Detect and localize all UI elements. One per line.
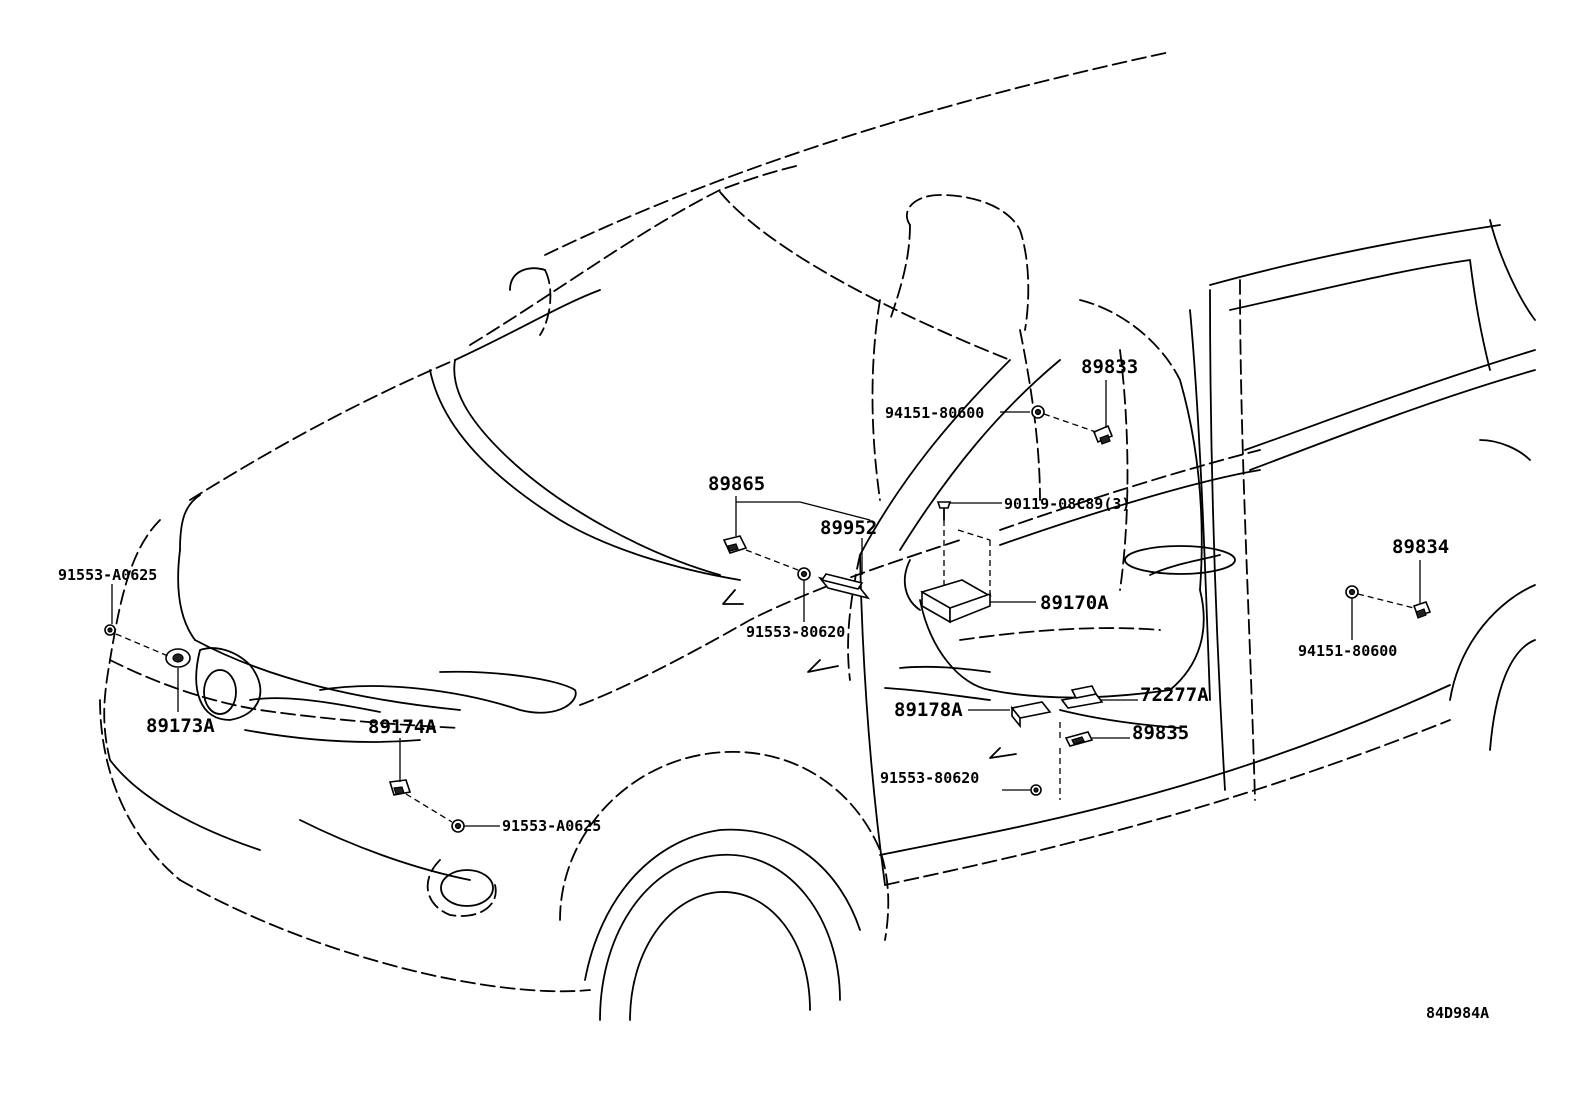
label-89173a: 89173A [146, 715, 215, 737]
part-90119-bolt [936, 501, 952, 521]
diagram-code: 84D984A [1426, 1004, 1489, 1022]
part-91553-a0625-bottom-bolt [451, 819, 465, 833]
part-89833-sensor [1092, 424, 1114, 445]
label-90119-08c89: 90119-08C89(3) [1004, 495, 1130, 513]
vehicle-outline [99, 51, 1536, 1021]
part-91553-a0625-left-bolt [104, 624, 116, 636]
part-89178a-connector [1010, 701, 1052, 729]
part-89173a-sensor [165, 648, 191, 668]
label-91553-a0625-bottom: 91553-A0625 [502, 817, 601, 835]
label-94151-80600-upper: 94151-80600 [885, 404, 984, 422]
label-89865: 89865 [708, 473, 765, 495]
bracket-floor-rear [989, 747, 1017, 759]
driver-seat [509, 194, 1236, 729]
label-89952: 89952 [820, 517, 877, 539]
label-89835: 89835 [1132, 722, 1189, 744]
part-94151-80600-upper-nut [1031, 405, 1045, 419]
part-89835-sensor [1064, 731, 1094, 747]
label-89178a: 89178A [894, 699, 963, 721]
part-91553-80620-lower-bolt [1030, 784, 1042, 796]
label-89833: 89833 [1081, 356, 1138, 378]
part-89865-sensor [722, 535, 748, 554]
part-89834-sensor [1412, 601, 1432, 619]
bracket-front-sensor [722, 589, 744, 605]
label-94151-80600-right: 94151-80600 [1298, 642, 1397, 660]
label-89834: 89834 [1392, 536, 1449, 558]
part-labels: 89833 94151-80600 89865 90119-08C89(3) 8… [58, 356, 1489, 1022]
leader-lines [111, 380, 1421, 827]
part-89174a-sensor [388, 779, 412, 796]
part-89170a-airbag-sensor-module [920, 579, 992, 624]
bracket-floor [807, 659, 839, 673]
label-91553-80620-lower: 91553-80620 [880, 769, 979, 787]
part-72277a-bracket [1060, 685, 1104, 709]
label-91553-a0625-left: 91553-A0625 [58, 566, 157, 584]
part-89952-connector [817, 573, 871, 600]
part-94151-80600-right-nut [1345, 585, 1359, 599]
part-91553-80620-upper-bolt [797, 567, 811, 581]
label-89170a: 89170A [1040, 592, 1109, 614]
label-91553-80620-upper: 91553-80620 [746, 623, 845, 641]
label-72277a: 72277A [1140, 684, 1209, 706]
label-89174a: 89174A [368, 716, 437, 738]
